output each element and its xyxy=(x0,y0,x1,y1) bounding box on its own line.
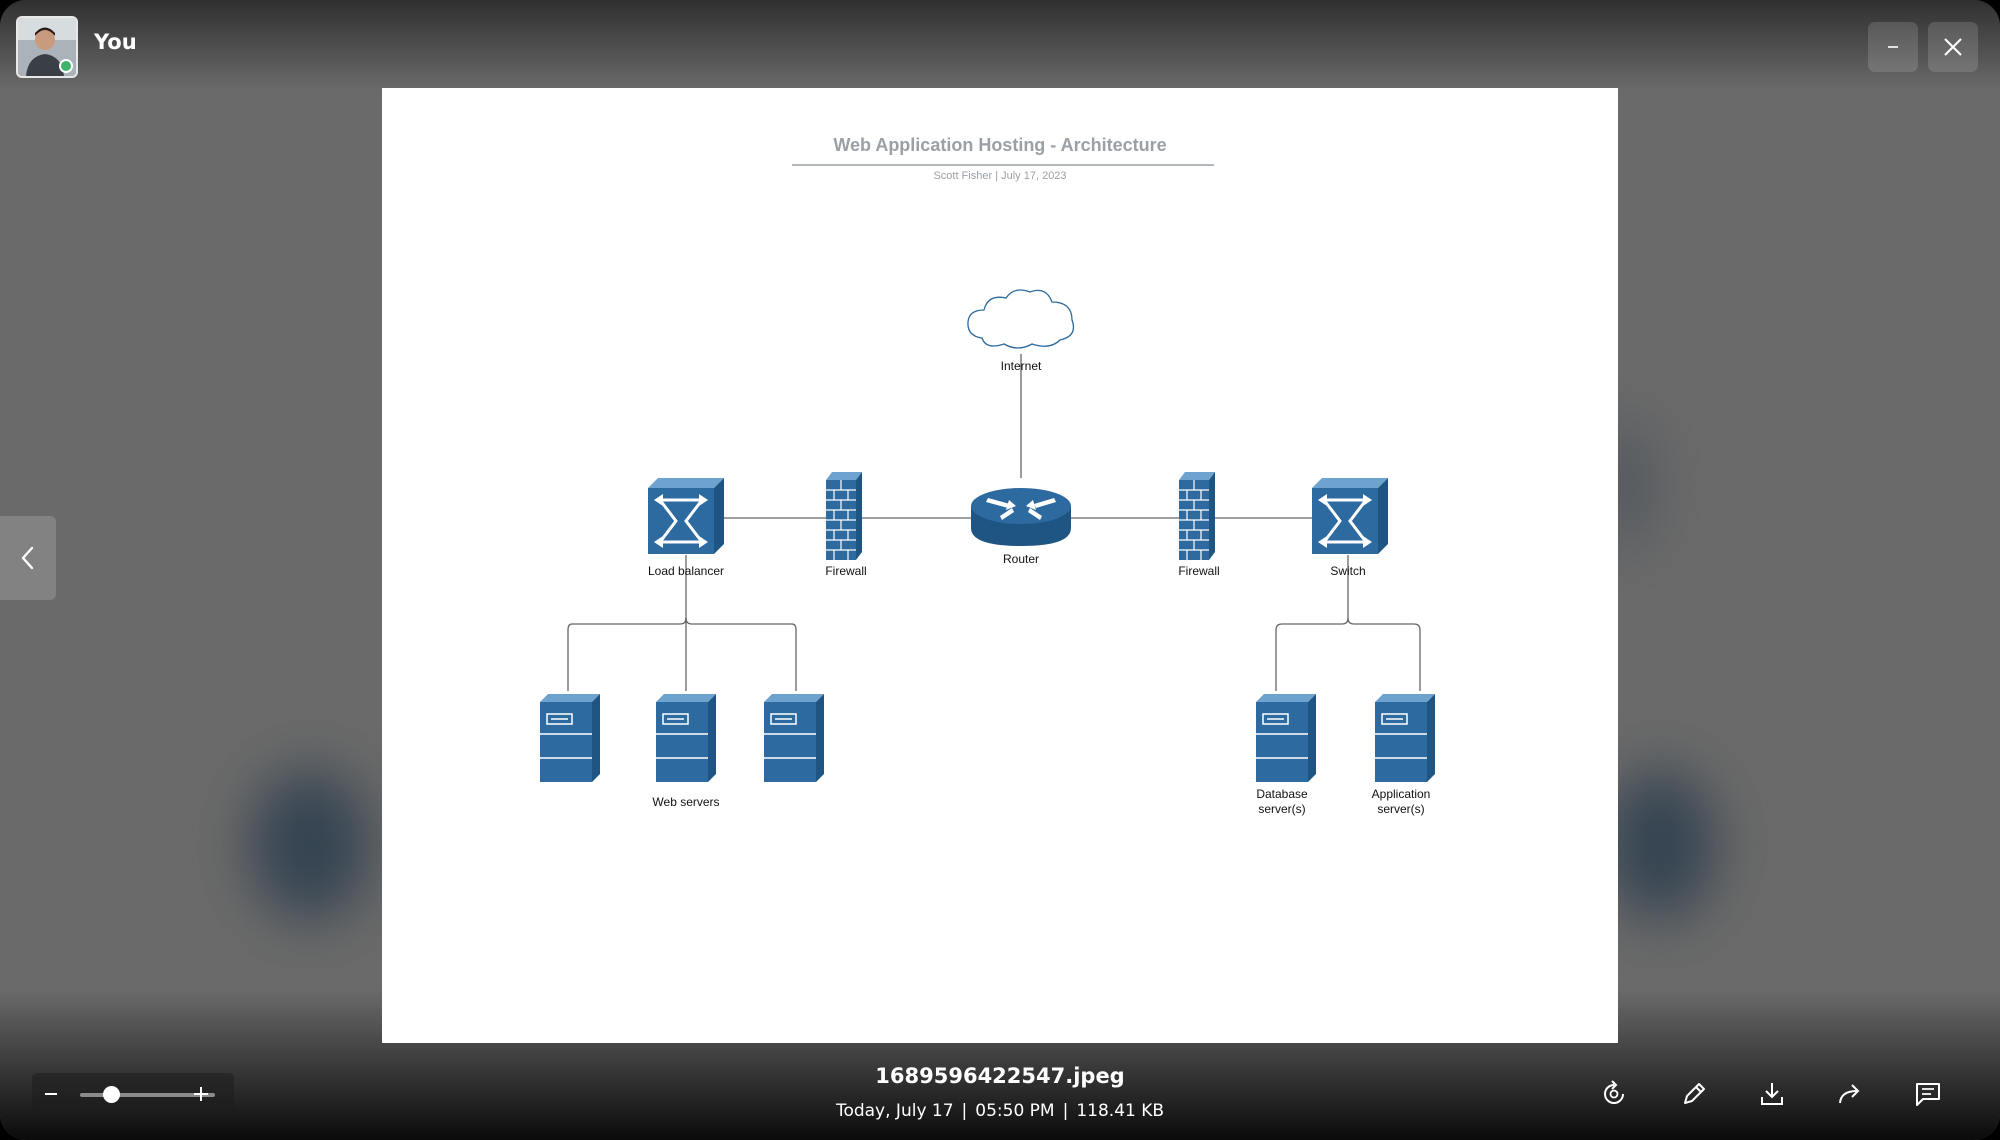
zoom-in-button[interactable] xyxy=(188,1081,214,1107)
rotate-button[interactable] xyxy=(1592,1072,1636,1116)
minimize-icon xyxy=(1888,46,1898,48)
database-server-label-line2: server(s) xyxy=(1258,802,1305,816)
web-server-icon xyxy=(655,693,717,783)
firewall-right-icon xyxy=(1178,471,1216,561)
firewall-left-label: Firewall xyxy=(825,564,866,578)
zoom-slider-thumb[interactable] xyxy=(103,1086,120,1103)
viewer-footer: 1689596422547.jpeg Today, July 17|05:50 … xyxy=(0,1060,2000,1140)
share-forward-icon xyxy=(1839,1084,1860,1104)
file-name: 1689596422547.jpeg xyxy=(875,1064,1125,1088)
web-server-icon xyxy=(539,693,601,783)
diagram-subtitle: Scott Fisher | July 17, 2023 xyxy=(933,170,1066,182)
chevron-left-icon xyxy=(21,546,34,570)
zoom-control xyxy=(32,1073,234,1115)
plus-icon xyxy=(194,1087,208,1101)
user-name: You xyxy=(94,30,137,54)
diagram-title: Web Application Hosting - Architecture xyxy=(833,135,1166,155)
file-time: 05:50 PM xyxy=(975,1101,1055,1121)
viewer-header: You xyxy=(0,0,2000,90)
rotate-icon xyxy=(1604,1080,1624,1104)
application-server-label-line2: server(s) xyxy=(1377,802,1424,816)
switch-icon xyxy=(1310,476,1390,556)
zoom-out-button[interactable] xyxy=(38,1081,64,1107)
pencil-icon xyxy=(1684,1083,1705,1104)
zoom-slider-track[interactable] xyxy=(80,1093,215,1097)
application-server-label-line1: Application xyxy=(1372,787,1431,801)
firewall-right-label: Firewall xyxy=(1178,564,1219,578)
file-meta: Today, July 17|05:50 PM|118.41 KB xyxy=(835,1101,1165,1121)
load-balancer-icon xyxy=(646,476,726,556)
web-server-icon xyxy=(763,693,825,783)
previous-image-button[interactable] xyxy=(0,516,56,600)
avatar[interactable] xyxy=(16,16,78,78)
switch-label: Switch xyxy=(1330,564,1365,578)
architecture-diagram: Web Application Hosting - Architecture S… xyxy=(539,135,1436,816)
download-button[interactable] xyxy=(1750,1072,1794,1116)
download-icon xyxy=(1761,1083,1783,1105)
document-image: Web Application Hosting - Architecture S… xyxy=(382,88,1618,1043)
database-server-icon xyxy=(1255,693,1317,783)
file-date: Today, July 17 xyxy=(835,1101,954,1121)
close-icon xyxy=(1944,38,1962,56)
online-status-indicator xyxy=(59,59,73,73)
router-icon xyxy=(971,488,1071,546)
firewall-left-icon xyxy=(825,471,863,561)
internet-cloud-icon xyxy=(967,289,1075,349)
router-label: Router xyxy=(1003,552,1039,566)
forward-button[interactable] xyxy=(1828,1072,1872,1116)
load-balancer-label: Load balancer xyxy=(648,564,724,578)
minus-icon xyxy=(45,1093,57,1095)
comment-button[interactable] xyxy=(1906,1072,1950,1116)
annotate-button[interactable] xyxy=(1672,1072,1716,1116)
application-server-icon xyxy=(1374,693,1436,783)
close-button[interactable] xyxy=(1928,22,1978,72)
comment-icon xyxy=(1916,1083,1940,1106)
minimize-button[interactable] xyxy=(1868,22,1918,72)
web-servers-label: Web servers xyxy=(652,795,719,809)
internet-label: Internet xyxy=(1001,359,1042,373)
database-server-label-line1: Database xyxy=(1256,787,1308,801)
file-size: 118.41 KB xyxy=(1076,1101,1165,1121)
